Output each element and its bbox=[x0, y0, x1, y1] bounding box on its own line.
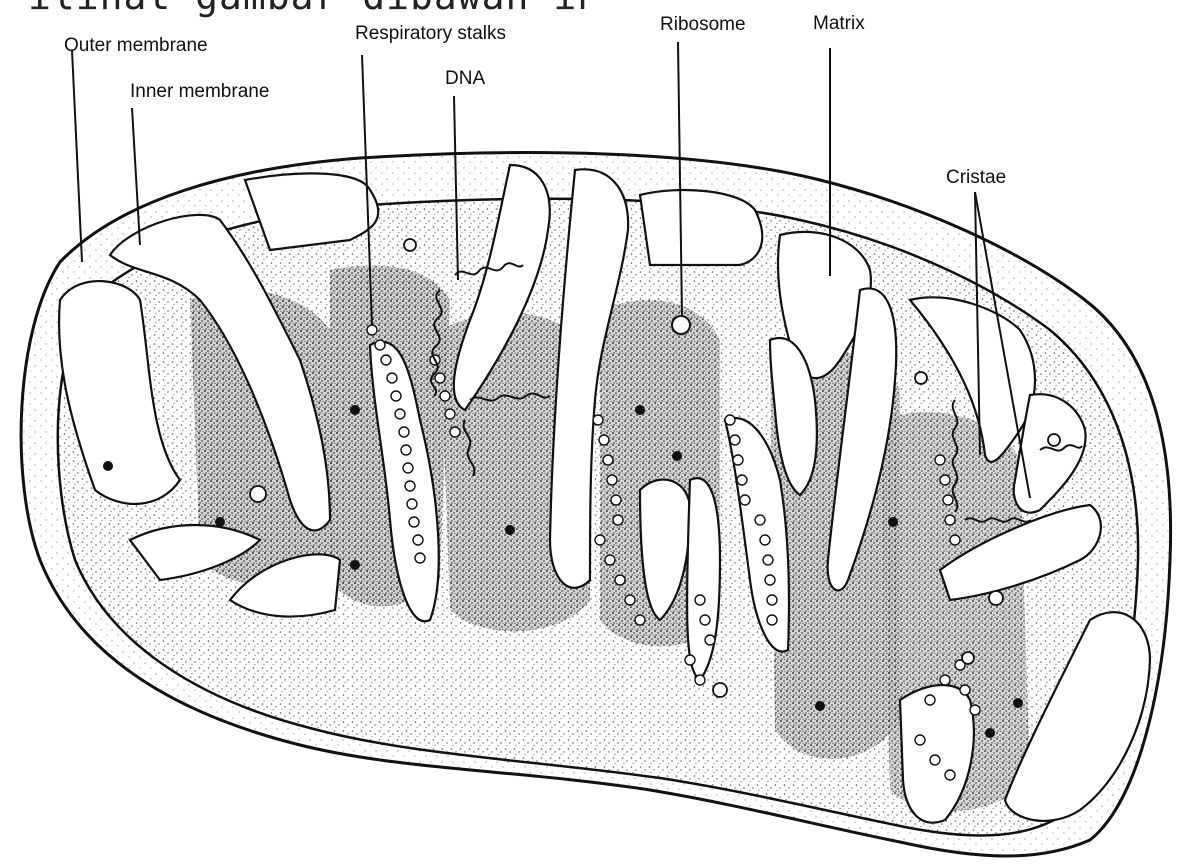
label-respiratory-stalks: Respiratory stalks bbox=[355, 23, 506, 44]
label-outer-membrane: Outer membrane bbox=[64, 35, 208, 56]
label-ribosome: Ribosome bbox=[660, 14, 746, 35]
label-inner-membrane: Inner membrane bbox=[130, 81, 269, 102]
label-dna: DNA bbox=[445, 68, 485, 89]
label-matrix: Matrix bbox=[813, 13, 865, 34]
label-cristae: Cristae bbox=[946, 167, 1006, 188]
cropped-caption-text: ilihat gambar dibawah ini. bbox=[28, 0, 588, 24]
